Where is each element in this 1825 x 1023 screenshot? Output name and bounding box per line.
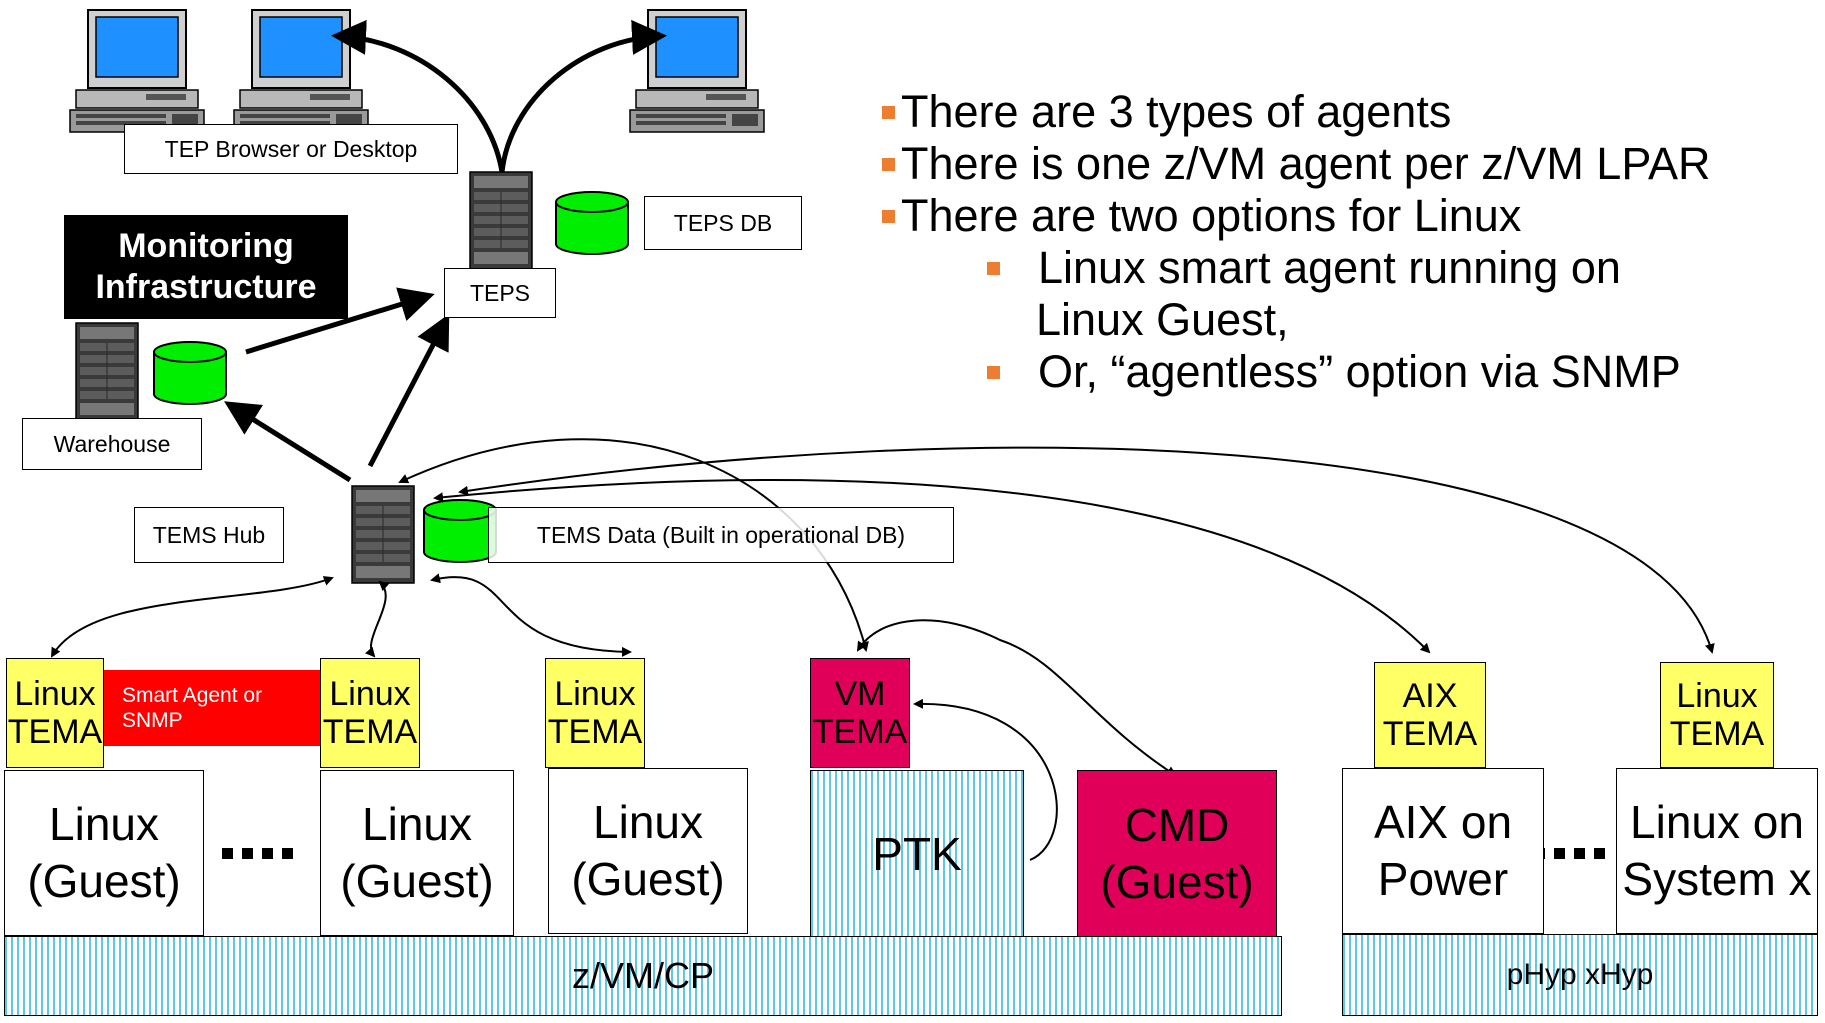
guest-label: Linux	[49, 797, 159, 850]
ptk-box: PTK	[810, 770, 1024, 938]
database-cylinder-icon	[555, 191, 629, 255]
smart-agent-or-snmp-box: Smart Agent or SNMP	[104, 670, 322, 746]
bullet-square-icon	[987, 366, 1000, 379]
linux-tema-1: Linux TEMA	[6, 658, 104, 768]
server-tower-icon	[351, 485, 415, 584]
tep-browser-label: TEP Browser or Desktop	[124, 124, 458, 174]
guest-label: Linux	[593, 795, 703, 848]
monitoring-title-line1: Monitoring	[118, 227, 294, 266]
tema-label: AIX	[1402, 676, 1458, 715]
sub-bullet-item: Or, “agentless” option via SNMP	[882, 346, 1711, 398]
bullet-square-icon	[882, 158, 895, 171]
sub-bullet-text: Linux smart agent running on	[1038, 242, 1621, 293]
sub-bullet-text: Or, “agentless” option via SNMP	[1038, 346, 1681, 397]
guest-label: CMD	[1124, 798, 1230, 851]
server-tower-icon	[75, 322, 139, 421]
computer-icon	[233, 9, 369, 133]
database-cylinder-icon	[153, 341, 227, 405]
sub-bullet-continuation: Linux Guest,	[1036, 294, 1289, 345]
tema-label: TEMA	[1382, 715, 1478, 753]
cmd-guest: CMD (Guest)	[1077, 770, 1277, 938]
guest-label: Linux on	[1630, 795, 1804, 848]
bullet-item: There is one z/VM agent per z/VM LPAR	[882, 138, 1711, 190]
bullet-item: There are 3 types of agents	[882, 86, 1711, 138]
database-cylinder-icon	[423, 499, 497, 563]
linux-on-system-x: Linux on System x	[1616, 768, 1818, 934]
guest-label: (Guest)	[1100, 856, 1254, 908]
tema-label: Linux	[1676, 676, 1758, 715]
tema-label: Linux	[329, 674, 411, 713]
bullet-list: There are 3 types of agents There is one…	[882, 86, 1711, 398]
tema-label: TEMA	[1669, 715, 1765, 753]
guest-label: Linux	[362, 797, 472, 850]
guest-label: AIX on	[1373, 795, 1513, 848]
connector-arrows-agents	[50, 438, 1715, 861]
guest-label: (Guest)	[571, 853, 725, 905]
zvm-cp-platform: z/VM/CP	[4, 936, 1282, 1016]
guest-label: Power	[1377, 853, 1509, 905]
tema-label: TEMA	[812, 713, 908, 751]
connector-arrows-upper	[224, 19, 667, 483]
linux-guest-3: Linux (Guest)	[548, 768, 748, 934]
bullet-text: There are 3 types of agents	[901, 86, 1452, 137]
vm-tema: VM TEMA	[810, 658, 910, 768]
sub-bullet-item: Linux smart agent running on	[882, 242, 1711, 294]
linux-tema-3: Linux TEMA	[545, 658, 645, 768]
tema-label: Linux	[14, 674, 96, 713]
bullet-square-icon	[882, 210, 895, 223]
bullet-square-icon	[882, 106, 895, 119]
guest-label: (Guest)	[340, 855, 494, 907]
tems-hub-label: TEMS Hub	[134, 507, 284, 563]
bullet-text: There is one z/VM agent per z/VM LPAR	[901, 138, 1711, 189]
linux-tema-2: Linux TEMA	[320, 658, 420, 768]
guest-label: System x	[1622, 853, 1812, 905]
linux-guest-2: Linux (Guest)	[320, 770, 514, 936]
teps-db-label: TEPS DB	[644, 196, 802, 250]
computer-icon	[629, 9, 765, 133]
linux-tema-4: Linux TEMA	[1660, 662, 1774, 768]
phyp-xhyp-platform: pHyp xHyp	[1342, 934, 1818, 1016]
warehouse-label: Warehouse	[22, 418, 202, 470]
tems-data-label: TEMS Data (Built in operational DB)	[488, 507, 954, 563]
computer-icon	[69, 9, 205, 133]
smart-agent-line2: SNMP	[122, 709, 183, 732]
monitoring-infrastructure-title: Monitoring Infrastructure	[64, 215, 348, 319]
linux-guest-1: Linux (Guest)	[4, 770, 204, 936]
aix-tema: AIX TEMA	[1374, 662, 1486, 768]
smart-agent-line1: Smart Agent or	[122, 683, 263, 707]
bullet-item: There are two options for Linux	[882, 190, 1711, 242]
aix-on-power: AIX on Power	[1342, 768, 1544, 934]
tema-label: TEMA	[7, 713, 103, 751]
bullet-text: There are two options for Linux	[901, 190, 1522, 241]
tema-label: TEMA	[547, 713, 643, 751]
server-tower-icon	[469, 171, 533, 270]
teps-label: TEPS	[444, 268, 556, 318]
guest-label: (Guest)	[27, 855, 181, 907]
tema-label: Linux	[554, 674, 636, 713]
tema-label: TEMA	[322, 713, 418, 751]
monitoring-title-line2: Infrastructure	[95, 268, 317, 306]
tema-label: VM	[834, 674, 886, 713]
bullet-square-icon	[987, 262, 1000, 275]
